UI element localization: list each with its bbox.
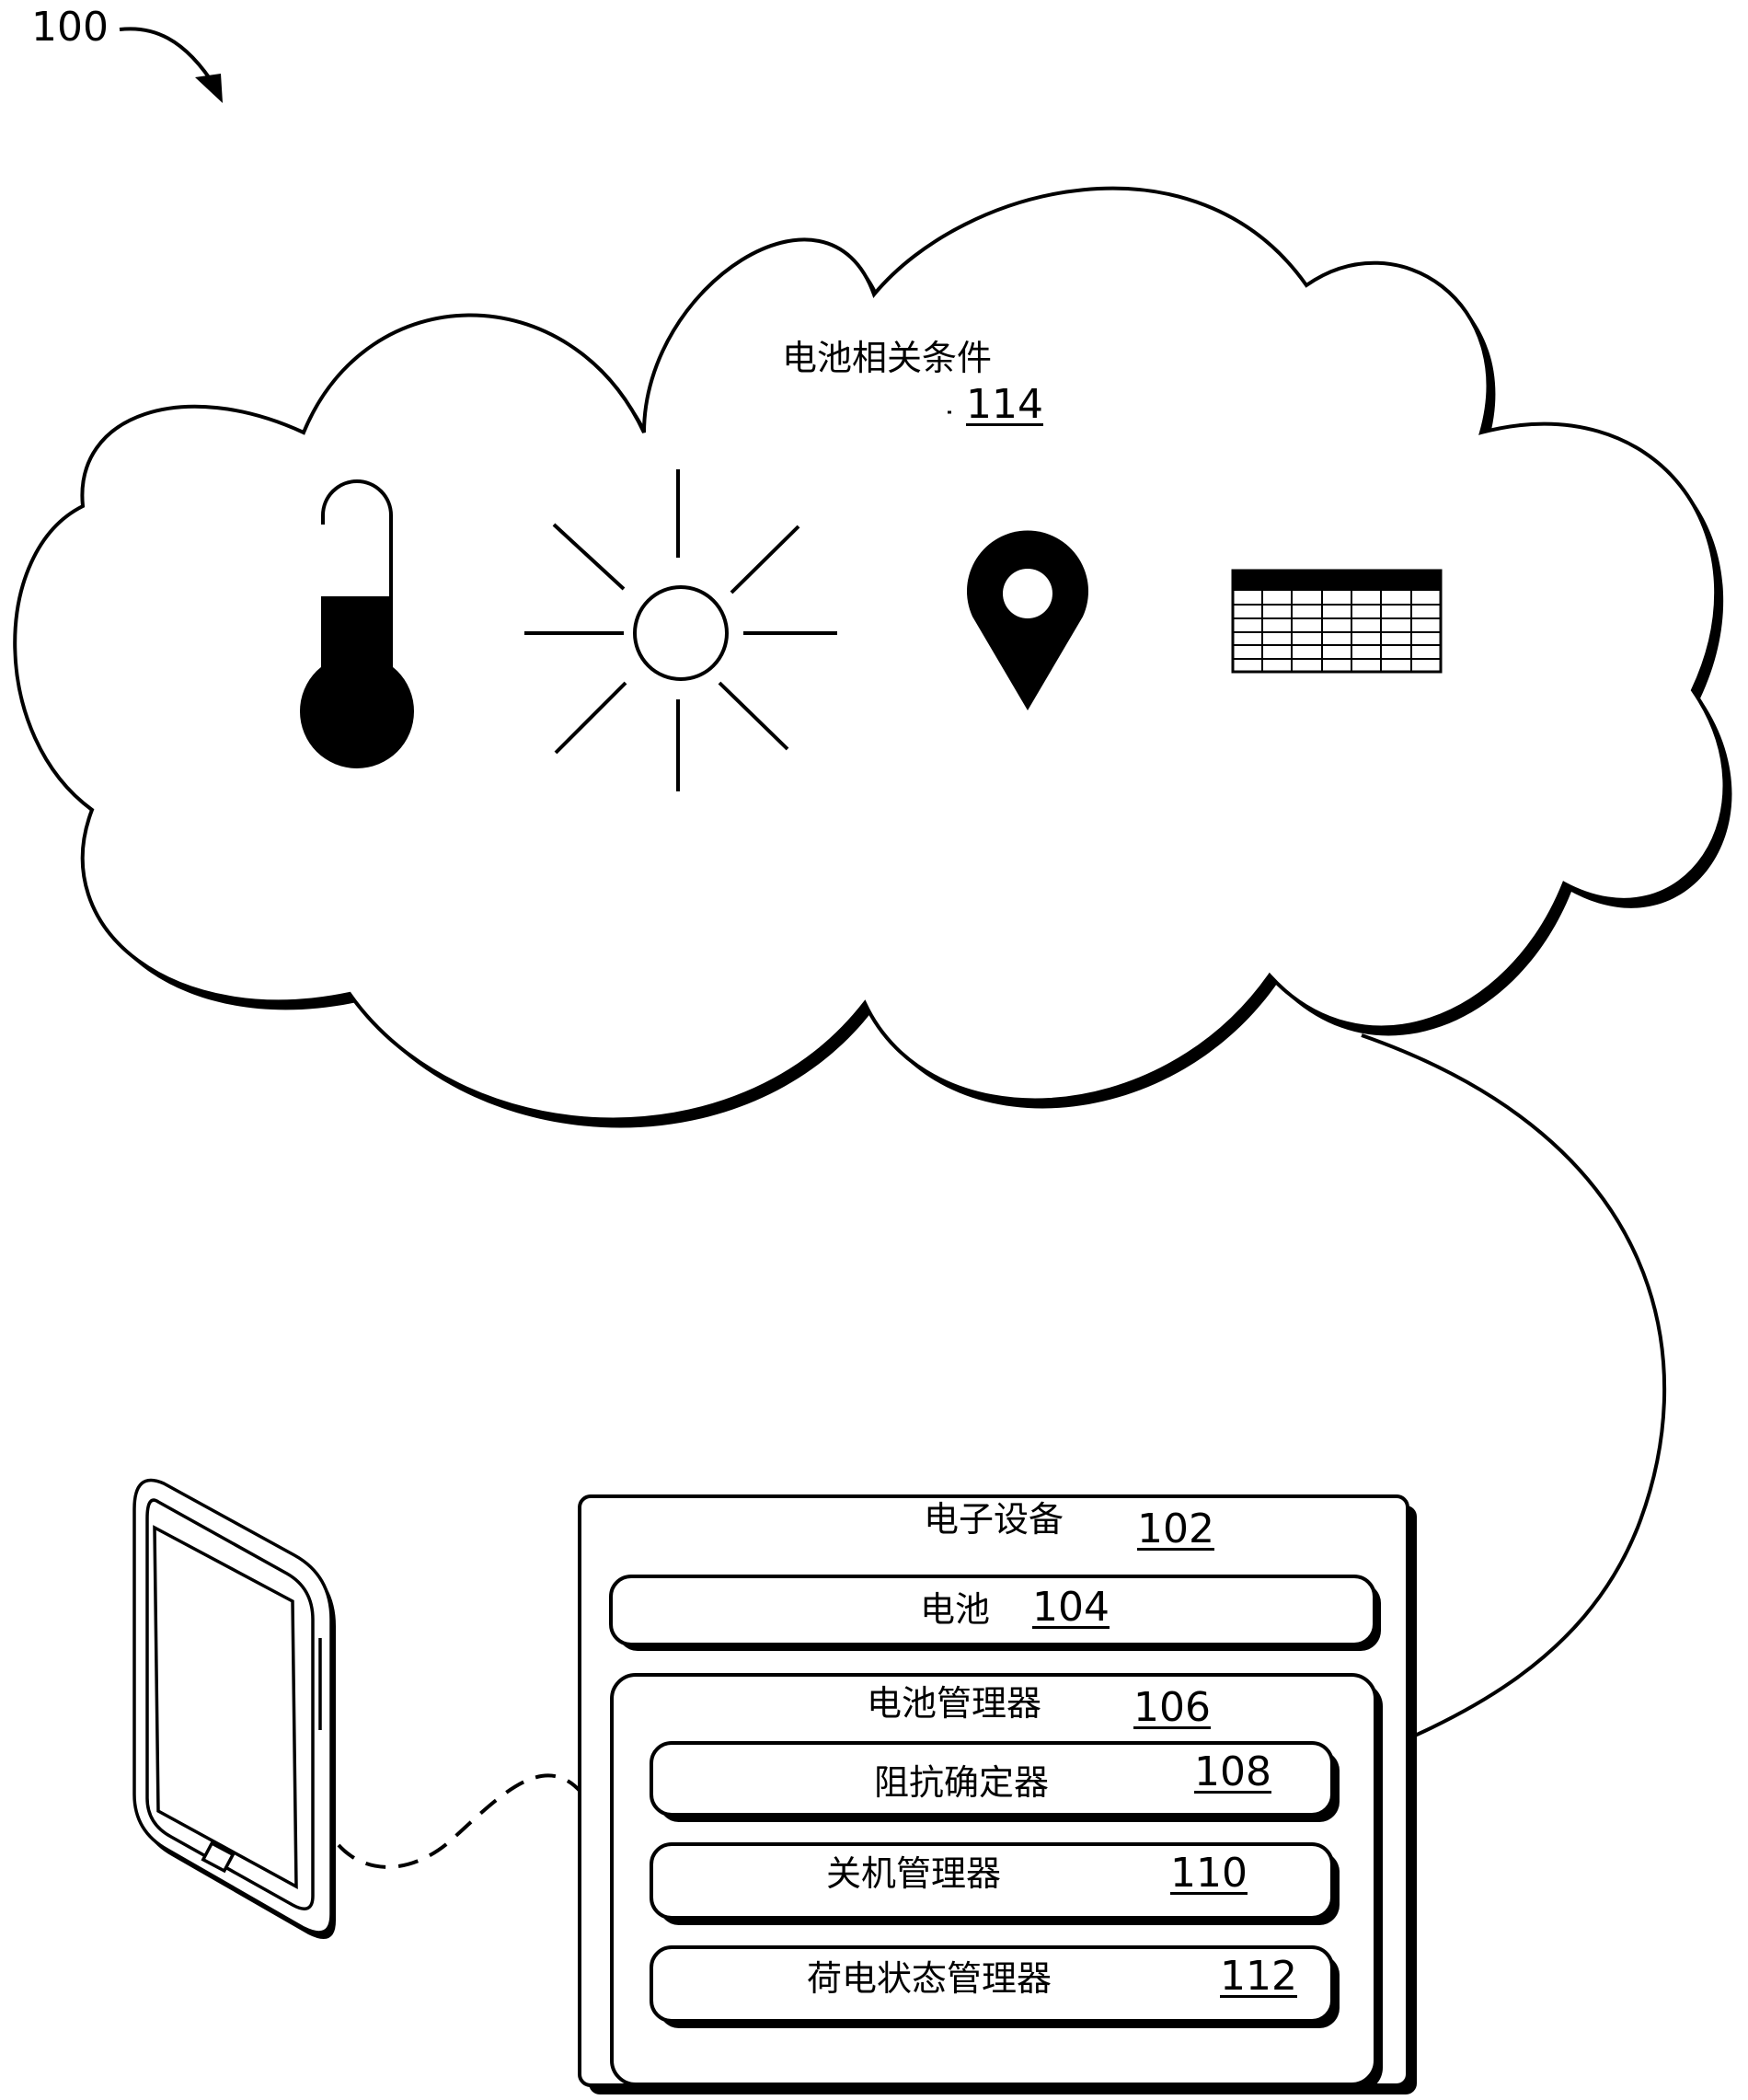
battery-box	[609, 1575, 1381, 1651]
shutdown-manager-box	[650, 1842, 1340, 1925]
device-title: 电子设备	[924, 1499, 1064, 1540]
cloud-to-impedance-connector	[1345, 1033, 1667, 1769]
phone-link-dashed	[337, 1773, 583, 1869]
cloud-ref: 114	[966, 381, 1043, 428]
soc-manager-label: 荷电状态管理器	[807, 1958, 1052, 1999]
impedance-determiner-ref: 108	[1194, 1748, 1271, 1795]
cloud	[13, 186, 1732, 1128]
battery-manager-label: 电池管理器	[867, 1683, 1042, 1724]
shutdown-manager-ref: 110	[1170, 1850, 1248, 1897]
cloud-title: 电池相关条件	[782, 338, 993, 378]
location-pin-icon	[967, 530, 1088, 710]
soc-manager-ref: 112	[1220, 1953, 1297, 2000]
shutdown-manager-label: 关机管理器	[826, 1853, 1002, 1894]
figure-ref-arrow	[119, 27, 223, 103]
calendar-icon	[1231, 569, 1443, 674]
impedance-determiner-box	[650, 1741, 1340, 1822]
figure-ref-number: 100	[31, 4, 109, 51]
soc-manager-box	[650, 1945, 1340, 2028]
battery-label: 电池	[920, 1589, 991, 1630]
sun-icon	[524, 469, 837, 791]
smartphone-icon	[132, 1478, 336, 1939]
battery-manager-ref: 106	[1133, 1684, 1211, 1731]
device-ref: 102	[1137, 1506, 1214, 1552]
battery-ref: 104	[1032, 1584, 1110, 1631]
thermometer-icon	[300, 479, 414, 768]
impedance-determiner-label: 阻抗确定器	[874, 1762, 1050, 1803]
